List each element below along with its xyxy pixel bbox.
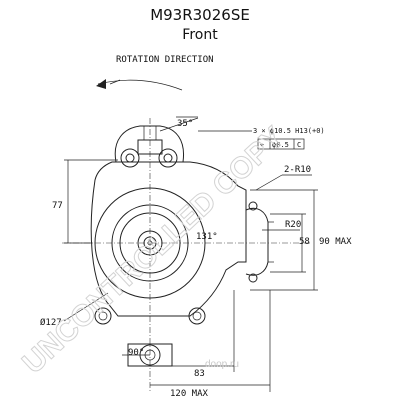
dim-120-max-label: 120 MAX [170, 389, 209, 399]
source-watermark: doop.ru [205, 359, 239, 370]
angle-131-label: 131° [196, 232, 218, 242]
angle-35-label: 35° [177, 119, 193, 129]
hole-spec-label: 3 × ϕ10.5 H13(+0) [253, 127, 325, 135]
tolerance-value: ϕ0.5 [272, 141, 289, 149]
angle-90-label: 90° [128, 348, 144, 358]
radius-r20-label: R20 [285, 220, 301, 230]
tolerance-frame: ⌖ ϕ0.5 C [257, 138, 305, 150]
mounting-hole-left [94, 307, 112, 325]
solenoid-boss [114, 125, 185, 168]
dim-58-label: 58 [299, 237, 310, 247]
mounting-hole-right [188, 307, 206, 325]
uncontrolled-copy-watermark: UNCONTROLLED COPY [16, 121, 291, 380]
radius-2-r10-label: 2-R10 [284, 165, 311, 175]
dim-77-label: 77 [52, 201, 63, 211]
dim-83-label: 83 [194, 369, 205, 379]
flange-right [245, 201, 274, 283]
rotation-direction-label: ROTATION DIRECTION [116, 55, 214, 65]
diameter-127-label: Ø127 [40, 317, 62, 328]
dim-90-max-label: 90 MAX [319, 237, 352, 247]
front-flange-circle [94, 187, 206, 299]
tolerance-datum: C [297, 141, 301, 149]
starter-housing [90, 161, 247, 317]
position-symbol-icon: ⌖ [260, 141, 264, 149]
rotation-arrow-icon [96, 79, 106, 89]
rotation-arc [97, 79, 183, 91]
model-number: M93R3026SE [150, 6, 250, 24]
view-label: Front [182, 27, 218, 43]
pinion-shaft [137, 230, 163, 256]
